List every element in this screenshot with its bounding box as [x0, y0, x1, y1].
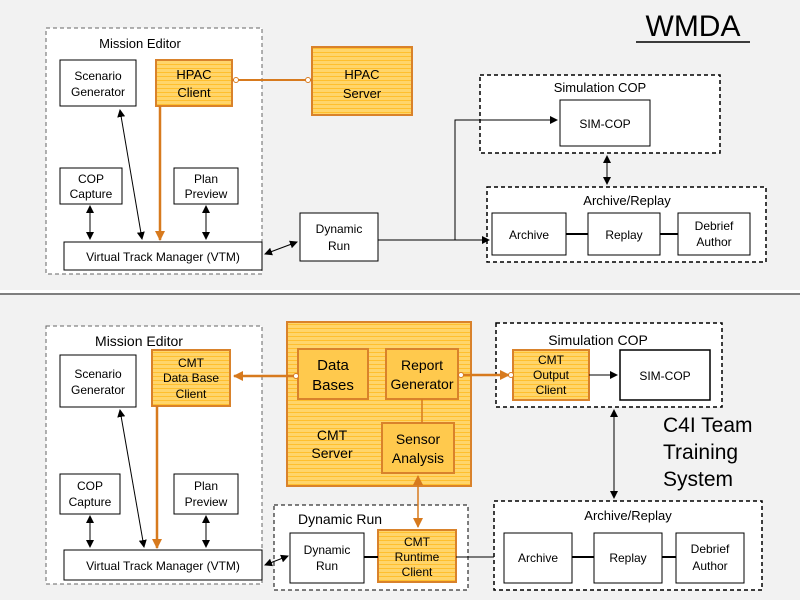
- bottom-debrief-author-line1: Debrief: [691, 542, 730, 556]
- bottom-plan-preview-line2: Preview: [185, 495, 228, 509]
- top-archive: [491, 212, 567, 256]
- top-hpac-server-line1: HPAC: [344, 67, 379, 82]
- top-cop-capture: [59, 167, 123, 205]
- top-scenario-generator: [59, 59, 137, 107]
- top-scenario-vtm-arrow: [117, 109, 145, 240]
- bottom-data-bases-line1: Data: [317, 357, 349, 374]
- bottom-cmt-db-client: [151, 349, 231, 407]
- bottom-sensor-analysis: [381, 422, 455, 474]
- bottom-sensor-analysis-line2: Analysis: [392, 450, 444, 466]
- bottom-db-client-arrow-end: [293, 373, 299, 379]
- c4i-label-line2: Training: [663, 441, 738, 464]
- top-archive-replay-label: Archive/Replay: [583, 193, 671, 208]
- top-archive-label: Archive: [509, 228, 549, 242]
- top-plan-preview: [173, 167, 239, 205]
- top-hpac-server: [311, 46, 413, 116]
- bottom-cmt-output-client-line2: Output: [533, 368, 570, 382]
- bottom-mission-editor-label: Mission Editor: [95, 333, 183, 349]
- top-hpac-client-line1: HPAC: [176, 67, 211, 82]
- bottom-cmt-db-client-line1: CMT: [178, 356, 205, 370]
- top-replay-label: Replay: [605, 228, 642, 242]
- bottom-sensor-analysis-line1: Sensor: [396, 431, 441, 447]
- bottom-cmt-output-client-line1: CMT: [538, 353, 565, 367]
- top-dynamic-simcop-arrow: [454, 116, 558, 240]
- bottom-scenario-generator: [59, 354, 137, 408]
- bottom-cmt-runtime-client-line3: Client: [402, 565, 433, 579]
- top-plan-preview-line1: Plan: [194, 172, 218, 186]
- top-vtm: [63, 241, 263, 271]
- top-dynamic-run: [299, 212, 379, 262]
- bottom-cmt-runtime-client-line1: CMT: [404, 535, 431, 549]
- bottom-cmt-server-line2: Server: [311, 445, 353, 461]
- bottom-sim-cop: [619, 349, 711, 401]
- top-dynamic-run-line1: Dynamic: [316, 222, 363, 236]
- bottom-archive-label: Archive: [518, 551, 558, 565]
- top-plan-preview-line2: Preview: [185, 187, 228, 201]
- bottom-cop-capture-line1: COP: [77, 479, 103, 493]
- top-hpac-client-line2: Client: [177, 85, 211, 100]
- bottom-report-generator-line2: Generator: [390, 376, 453, 392]
- bottom-cmt-db-client-line3: Client: [176, 387, 207, 401]
- bottom-cop-capture: [59, 473, 121, 515]
- bottom-report-generator-line1: Report: [401, 357, 443, 373]
- bottom-dynamic-run-line2: Run: [316, 559, 338, 573]
- bottom-scenario-vtm-arrow: [117, 409, 147, 548]
- bottom-cmt-server-line1: CMT: [317, 427, 348, 443]
- bottom-dynamic-run-group-label: Dynamic Run: [298, 511, 382, 527]
- top-debrief-author-line1: Debrief: [695, 219, 734, 233]
- bottom-scenario-generator-line1: Scenario: [74, 367, 122, 381]
- bottom-debrief-author-line2: Author: [692, 559, 727, 573]
- bottom-cmt-runtime-client: [377, 529, 457, 583]
- top-sim-cop-label: SIM-COP: [579, 117, 630, 131]
- bottom-replay-label: Replay: [609, 551, 646, 565]
- top-sim-cop: [559, 99, 651, 147]
- top-hpac-link-end2: [305, 77, 311, 83]
- top-dynamic-run-line2: Run: [328, 239, 350, 253]
- bottom-cop-capture-line2: Capture: [69, 495, 112, 509]
- bottom-report-output-arrow-start: [458, 372, 464, 378]
- c4i-label-line1: C4I Team: [663, 414, 753, 437]
- top-debrief-author: [677, 212, 751, 256]
- bottom-vtm: [63, 549, 263, 581]
- top-vtm-dynamic-arrow: [264, 240, 298, 256]
- bottom-scenario-generator-line2: Generator: [71, 383, 125, 397]
- bottom-cmt-runtime-client-line2: Runtime: [395, 550, 440, 564]
- bottom-debrief-author: [675, 532, 745, 584]
- bottom-data-bases-line2: Bases: [312, 377, 354, 394]
- top-scenario-generator-line1: Scenario: [74, 69, 122, 83]
- bottom-plan-preview-line1: Plan: [194, 479, 218, 493]
- top-replay: [587, 212, 661, 256]
- top-vtm-label: Virtual Track Manager (VTM): [86, 250, 240, 264]
- bottom-dynamic-run: [289, 532, 365, 584]
- top-hpac-link-end1: [233, 77, 239, 83]
- bottom-sim-cop-label: SIM-COP: [639, 369, 690, 383]
- bottom-archive-replay-label: Archive/Replay: [584, 508, 672, 523]
- top-hpac-server-line2: Server: [343, 86, 382, 101]
- bottom-report-generator: [385, 348, 459, 400]
- top-cop-capture-line1: COP: [78, 172, 104, 186]
- top-mission-editor-label: Mission Editor: [99, 36, 181, 51]
- bottom-cmt-db-client-line2: Data Base: [163, 371, 219, 385]
- bottom-dynamic-run-line1: Dynamic: [304, 543, 351, 557]
- bottom-data-bases: [297, 348, 369, 400]
- top-scenario-generator-line2: Generator: [71, 85, 125, 99]
- top-simulation-cop-label: Simulation COP: [554, 80, 646, 95]
- bottom-cmt-output-client-line3: Client: [536, 383, 567, 397]
- top-debrief-author-line2: Author: [696, 235, 731, 249]
- bottom-vtm-label: Virtual Track Manager (VTM): [86, 559, 240, 573]
- bottom-simulation-cop-label: Simulation COP: [548, 332, 648, 348]
- bottom-replay: [593, 532, 663, 584]
- page-title: WMDA: [646, 10, 741, 43]
- top-hpac-client: [155, 59, 233, 107]
- c4i-label-line3: System: [663, 468, 733, 491]
- bottom-plan-preview: [173, 473, 239, 515]
- bottom-vtm-dynamic-arrow: [264, 554, 289, 567]
- top-cop-capture-line2: Capture: [70, 187, 113, 201]
- bottom-report-output-arrow-end: [508, 372, 514, 378]
